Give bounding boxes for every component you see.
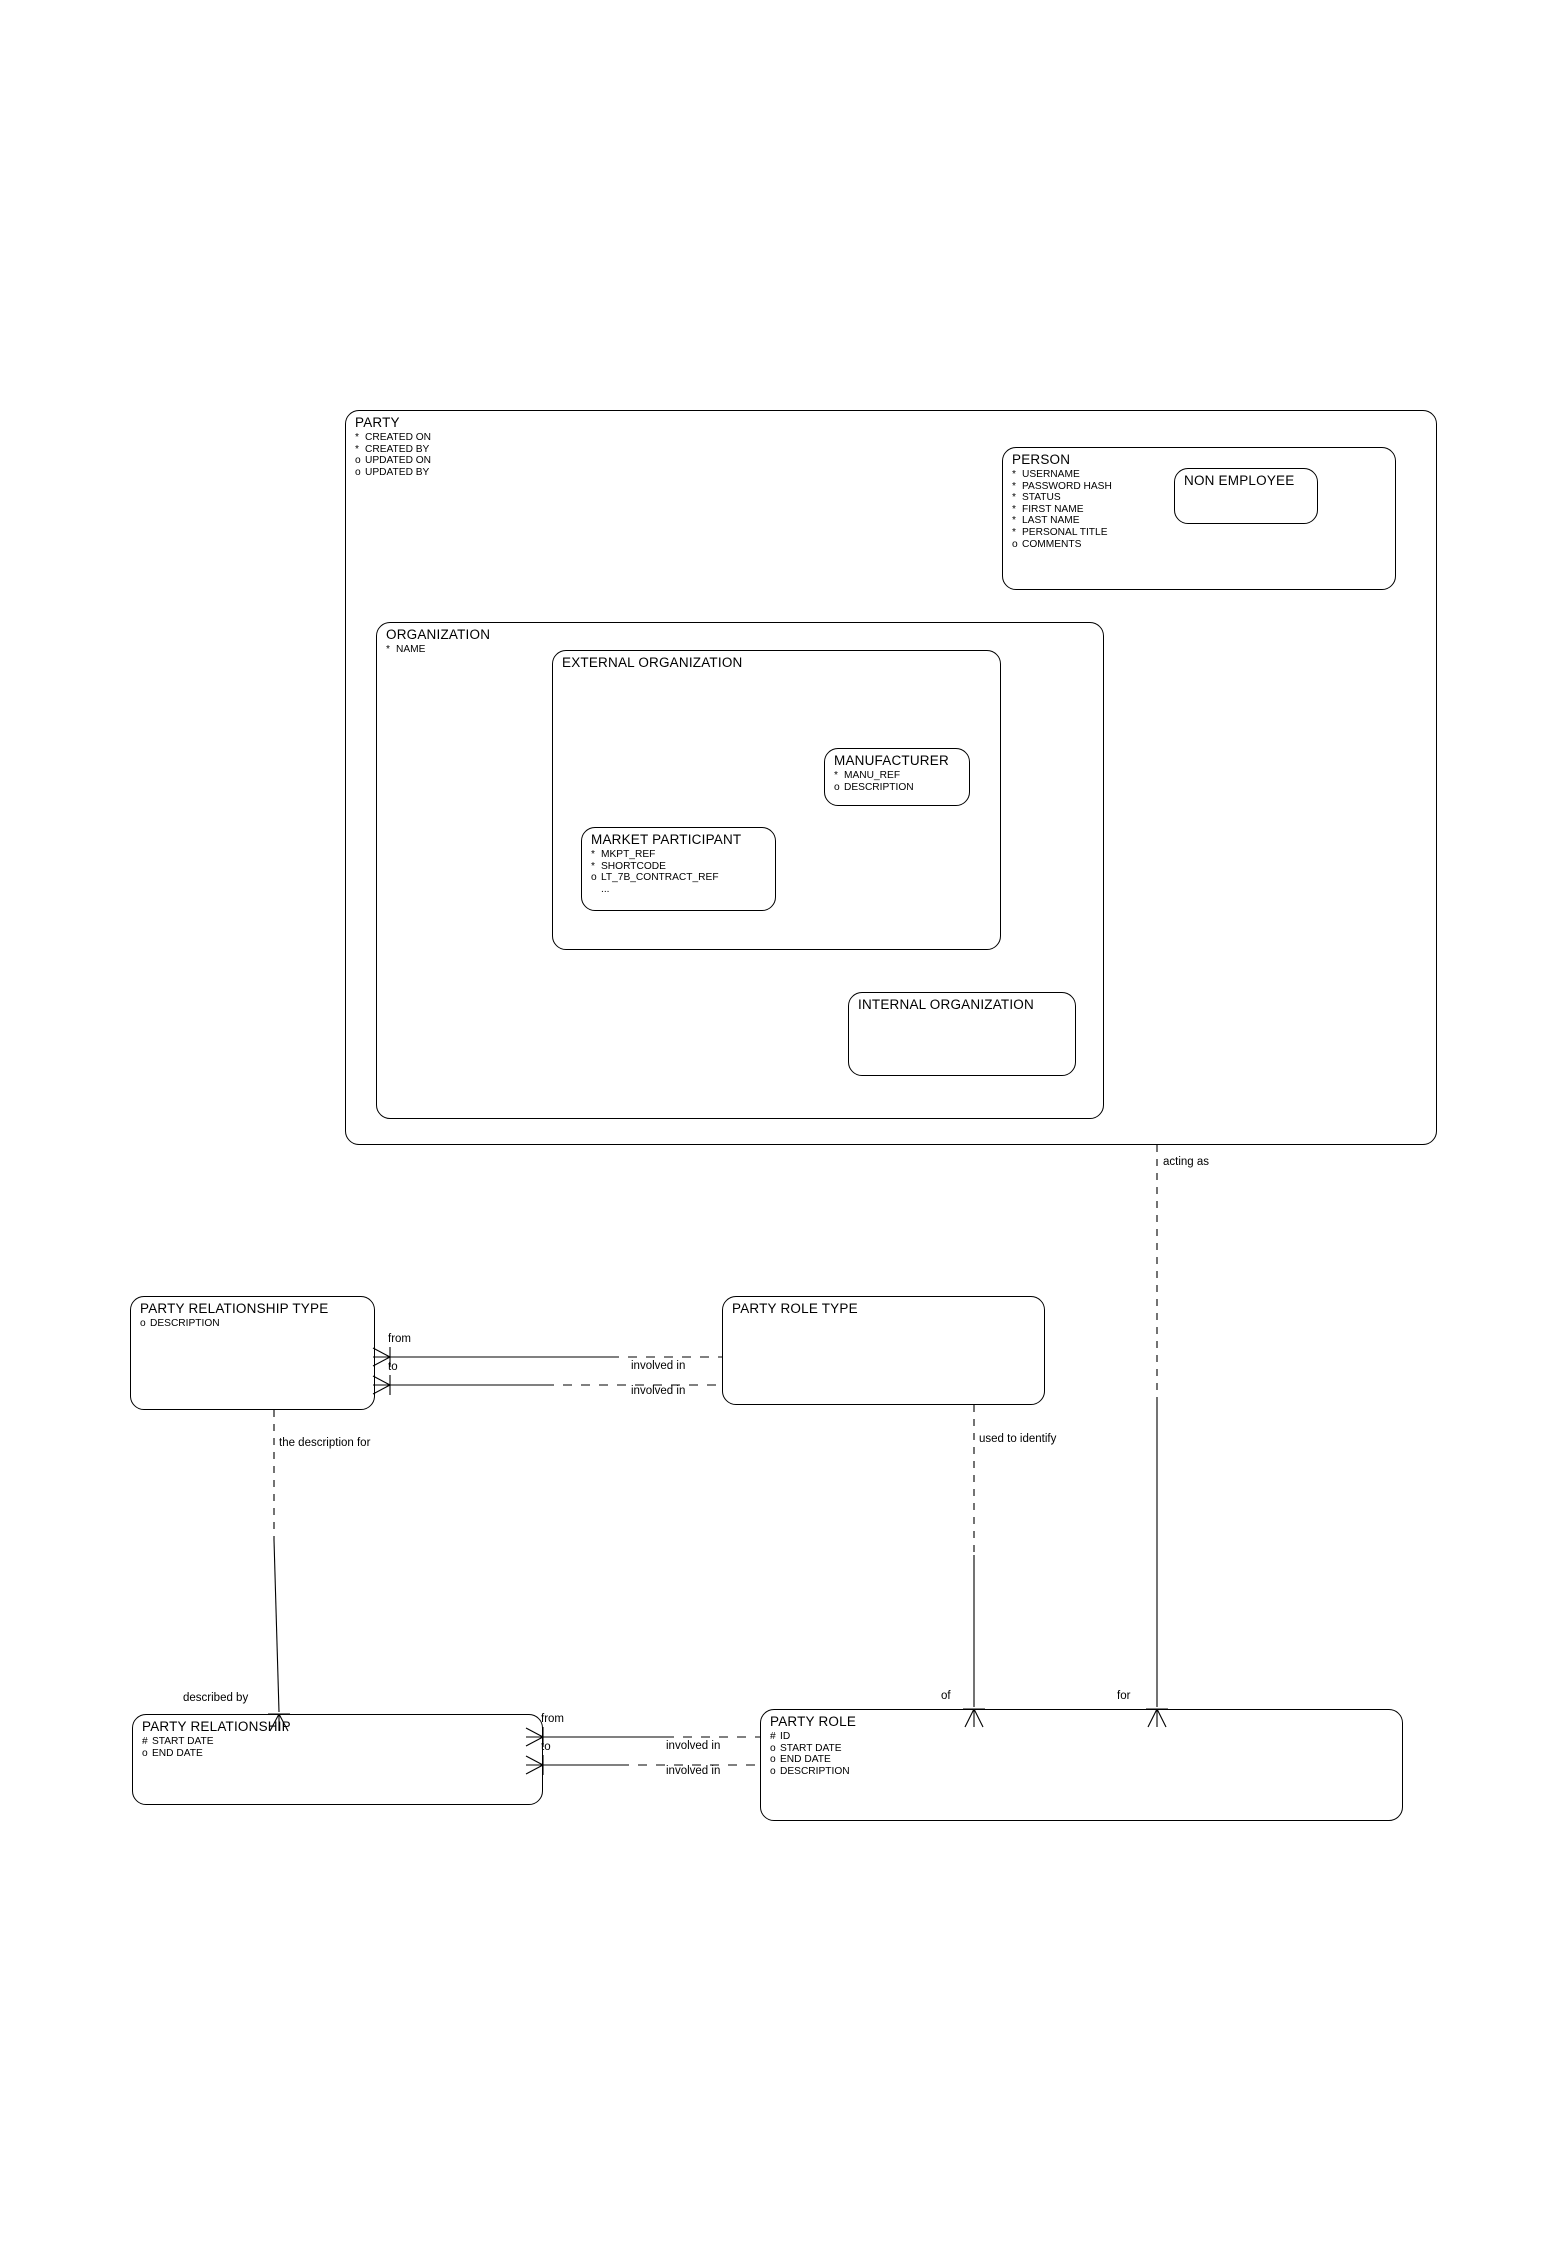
entity-internal-organization[interactable]: INTERNAL ORGANIZATION	[848, 992, 1076, 1076]
attr-row: *FIRST NAME	[1012, 503, 1084, 515]
entity-party-role-title: PARTY ROLE	[770, 1714, 857, 1729]
entity-market-participant[interactable]: MARKET PARTICIPANT *MKPT_REF *SHORTCODE …	[581, 827, 776, 911]
attr-row: *SHORTCODE	[591, 860, 666, 872]
entity-internal-organization-title: INTERNAL ORGANIZATION	[858, 997, 1034, 1012]
attr-row: *NAME	[386, 644, 426, 655]
entity-party-role-type[interactable]: PARTY ROLE TYPE	[722, 1296, 1045, 1405]
attr-row: *CREATED ON	[355, 432, 432, 443]
attr-row: ...	[601, 883, 610, 895]
entity-external-organization-title: EXTERNAL ORGANIZATION	[562, 655, 743, 670]
label-used-to-identify: used to identify	[979, 1433, 1057, 1445]
attr-row: *CREATED BY	[355, 443, 430, 455]
attr-row: *MANU_REF	[834, 770, 901, 781]
entity-person[interactable]: PERSON *USERNAME *PASSWORD HASH *STATUS …	[1002, 447, 1396, 590]
entity-party-title: PARTY	[355, 415, 400, 430]
entity-organization-title: ORGANIZATION	[386, 627, 491, 642]
attr-row: *LAST NAME	[1012, 515, 1080, 527]
label-the-description-for: the description for	[279, 1437, 371, 1449]
entity-non-employee[interactable]: NON EMPLOYEE	[1174, 468, 1318, 524]
label-of: of	[941, 1690, 951, 1702]
label-for: for	[1117, 1690, 1131, 1702]
attr-row: #ID	[770, 1731, 791, 1742]
label-pr-involved-in-1: involved in	[666, 1740, 721, 1752]
entity-organization[interactable]: ORGANIZATION *NAME	[376, 622, 1104, 1119]
label-prt-involved-in-2: involved in	[631, 1385, 686, 1397]
label-prt-to: to	[388, 1361, 398, 1373]
entity-non-employee-title: NON EMPLOYEE	[1184, 473, 1295, 488]
label-pr-from: from	[541, 1713, 564, 1725]
entity-market-participant-title: MARKET PARTICIPANT	[591, 832, 742, 847]
label-prt-from: from	[388, 1333, 411, 1345]
label-described-by: described by	[183, 1692, 249, 1704]
entity-party-role-type-title: PARTY ROLE TYPE	[732, 1301, 858, 1316]
line-description-for-solid	[273, 1539, 280, 1713]
attr-row: *USERNAME	[1012, 469, 1080, 480]
label-acting-as: acting as	[1163, 1156, 1210, 1168]
entity-person-title: PERSON	[1012, 452, 1071, 467]
attr-row: *PERSONAL TITLE	[1012, 526, 1108, 538]
foot-prt-from-l	[372, 1347, 391, 1358]
foot-prt-to-l	[372, 1375, 391, 1386]
entity-manufacturer-title: MANUFACTURER	[834, 753, 949, 768]
foot-prt-to-r	[372, 1384, 391, 1395]
entity-party-relationship-title: PARTY RELATIONSHIP	[142, 1719, 291, 1734]
label-pr-involved-in-2: involved in	[666, 1765, 721, 1777]
attr-row: *STATUS	[1012, 492, 1061, 504]
label-prt-involved-in-1: involved in	[631, 1360, 686, 1372]
entity-person-attributes: *USERNAME *PASSWORD HASH *STATUS *FIRST …	[1012, 469, 1112, 550]
entity-organization-attributes: *NAME	[386, 644, 425, 656]
entity-external-organization[interactable]: EXTERNAL ORGANIZATION	[552, 650, 1001, 950]
attr-row: *MKPT_REF	[591, 849, 656, 860]
entity-party-relationship-type-title: PARTY RELATIONSHIP TYPE	[140, 1301, 329, 1316]
label-pr-to: to	[541, 1741, 551, 1753]
attr-row: #START DATE	[142, 1736, 214, 1747]
attr-row: *PASSWORD HASH	[1012, 480, 1112, 492]
